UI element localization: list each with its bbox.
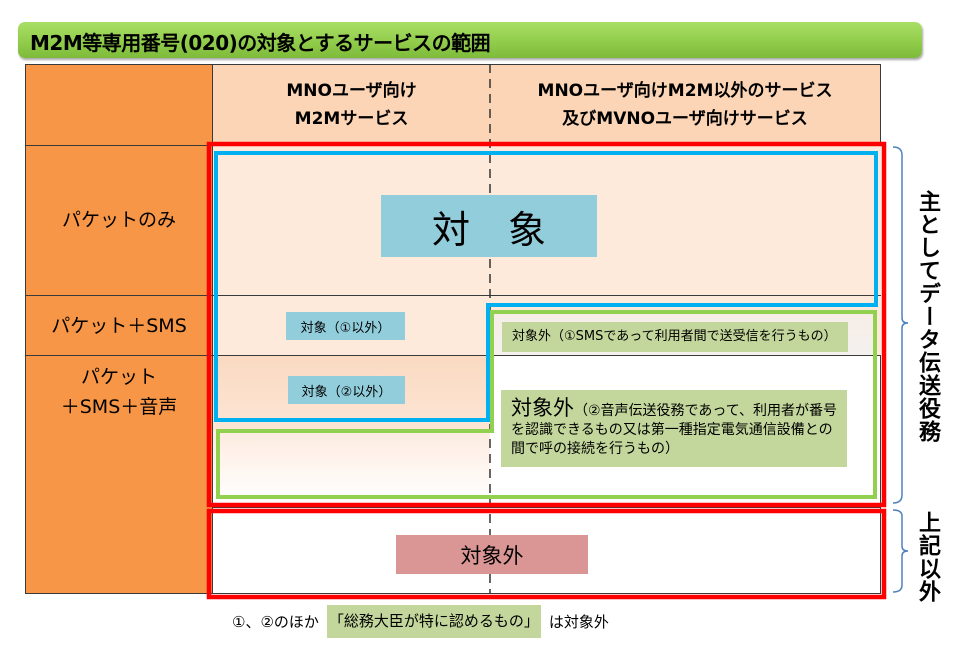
title-bar: M2M等専用番号(020)の対象とするサービスの範囲: [18, 22, 922, 58]
row-label-line: ＋SMS＋音声: [60, 396, 178, 418]
row-divider: [25, 355, 881, 356]
column-header-line: MNOユーザ向けM2M以外のサービス: [537, 81, 833, 101]
row-label-packet-sms-voice: パケット ＋SMS＋音声: [25, 362, 213, 422]
column-header-other-services: MNOユーザ向けM2M以外のサービス 及びMVNOユーザ向けサービス: [490, 64, 881, 145]
upper-brace: [892, 146, 909, 504]
excluded-voice-description: （②音声伝送役務であって、利用者が番号を認識できるもの又は第一種指定電気通信設備…: [511, 403, 838, 457]
upper-brace-label: 主としてデータ伝送役務: [915, 190, 940, 443]
footnote-prefix: ①、②のほか: [232, 613, 319, 631]
footnote-highlight: 「総務大臣が特に認めるもの」: [326, 605, 541, 638]
excluded-voice-heading: 対象外: [511, 396, 574, 420]
column-header-line: MNOユーザ向け: [286, 81, 417, 101]
target-main-box: 対 象: [381, 195, 597, 257]
target-except-2-box: 対象（②以外）: [288, 376, 405, 404]
excluded-scope-outline: [216, 310, 877, 499]
row-label-packet-only: パケットのみ: [61, 209, 176, 231]
excluded-other-box: 対象外: [396, 535, 588, 574]
row-label-line: パケット: [80, 366, 157, 388]
excluded-voice-box: 対象外（②音声伝送役務であって、利用者が番号を認識できるもの又は第一種指定電気通…: [501, 390, 847, 467]
lower-brace: [892, 509, 909, 593]
other-scope-outline: [206, 508, 887, 600]
column-header-line: 及びMVNOユーザ向けサービス: [562, 109, 808, 129]
cell-packet-sms-voice-left-lower: [213, 430, 490, 502]
target-scope-outline: [214, 151, 878, 422]
column-header-mno-m2m: MNOユーザ向け M2Mサービス: [213, 64, 490, 145]
lower-brace-label: 上記以外: [915, 511, 940, 603]
target-main-label: 対 象: [431, 207, 546, 252]
row-divider: [213, 507, 881, 508]
data-transmission-scope-outline: [206, 141, 887, 508]
target-except-1-label: 対象（①以外）: [300, 320, 391, 336]
target-except-1-box: 対象（①以外）: [286, 312, 405, 340]
excluded-other-label: 対象外: [460, 543, 524, 568]
row-label-packet-sms: パケット＋SMS: [51, 315, 187, 337]
footnote: ①、②のほか 「総務大臣が特に認めるもの」 は対象外: [232, 605, 609, 638]
page-title: M2M等専用番号(020)の対象とするサービスの範囲: [30, 31, 491, 55]
target-except-2-label: 対象（②以外）: [301, 384, 392, 400]
excluded-sms-label: 対象外（①SMSであって利用者間で送受信を行うもの）: [512, 329, 837, 344]
row-header-column: [25, 64, 213, 594]
footnote-suffix: は対象外: [548, 613, 609, 631]
excluded-sms-box: 対象外（①SMSであって利用者間で送受信を行うもの）: [502, 322, 848, 352]
column-header-line: M2Mサービス: [294, 109, 409, 129]
row-divider: [25, 295, 881, 296]
